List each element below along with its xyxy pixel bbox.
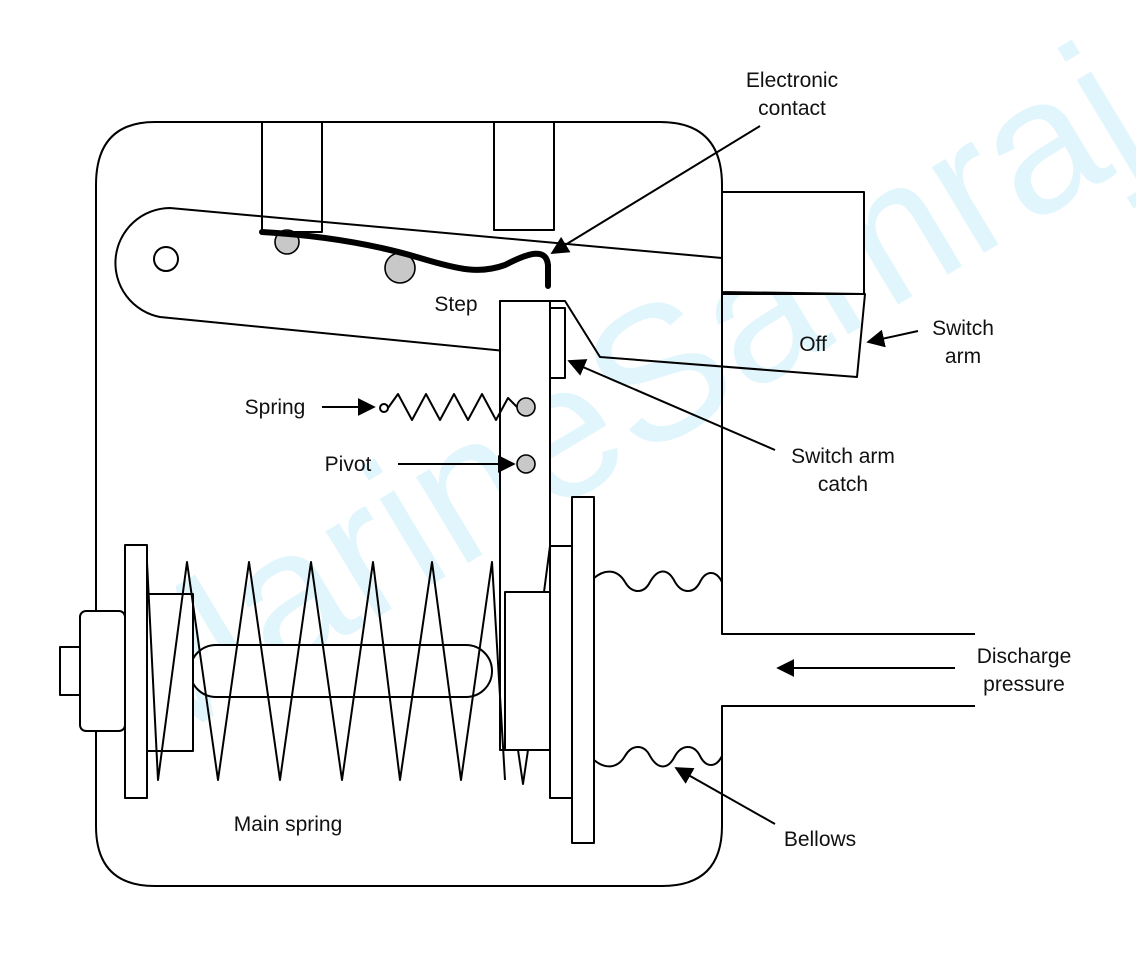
- pivot-pin: [516, 454, 536, 474]
- switch-housing-block: [721, 191, 865, 295]
- label-off: Off: [799, 333, 827, 356]
- bellows-lower: [593, 746, 723, 768]
- label-spring: Spring: [245, 396, 306, 419]
- small-spring-end: [379, 403, 389, 413]
- label-discharge-pressure-line1: Discharge: [977, 645, 1072, 668]
- label-switch-arm-line2: arm: [945, 345, 981, 368]
- label-switch-arm-catch-line2: catch: [818, 473, 868, 496]
- bellows-upper: [593, 570, 723, 592]
- main-spring: [146, 561, 506, 781]
- small-spring: [387, 393, 518, 421]
- switch-arm-arrow: [866, 329, 919, 348]
- label-main-spring: Main spring: [234, 813, 343, 836]
- switch-arm-catch-element: [549, 307, 566, 379]
- label-switch-arm-line1: Switch: [932, 317, 994, 340]
- label-electronic-contact-line1: Electronic: [746, 69, 838, 92]
- spring-seat-plate: [124, 544, 148, 799]
- adjusting-nut: [79, 610, 126, 732]
- label-electronic-contact-line2: contact: [758, 97, 826, 120]
- bellows-plate-inner: [549, 545, 573, 799]
- switch-arm-catch-arrow: [567, 359, 776, 451]
- label-discharge-pressure-line2: pressure: [983, 673, 1065, 696]
- label-switch-arm-catch-line1: Switch arm: [791, 445, 895, 468]
- spring-seat-inner: [146, 593, 194, 752]
- electronic-contact-strip: [259, 229, 551, 289]
- spring-anchor-pin: [516, 397, 536, 417]
- adjusting-nut-stem: [59, 646, 83, 696]
- upper-stop-left: [261, 121, 323, 233]
- label-step: Step: [434, 293, 477, 316]
- upper-stop-right: [493, 121, 555, 231]
- electronic-contact-arrow: [550, 125, 761, 254]
- label-bellows: Bellows: [784, 828, 856, 851]
- spring-follower-block: [504, 591, 551, 751]
- label-pivot: Pivot: [325, 453, 372, 476]
- housing-body: [95, 121, 975, 887]
- bellows-arrow: [674, 767, 776, 825]
- bellows-plate: [571, 496, 595, 844]
- switch-arm-pivot: [153, 246, 179, 272]
